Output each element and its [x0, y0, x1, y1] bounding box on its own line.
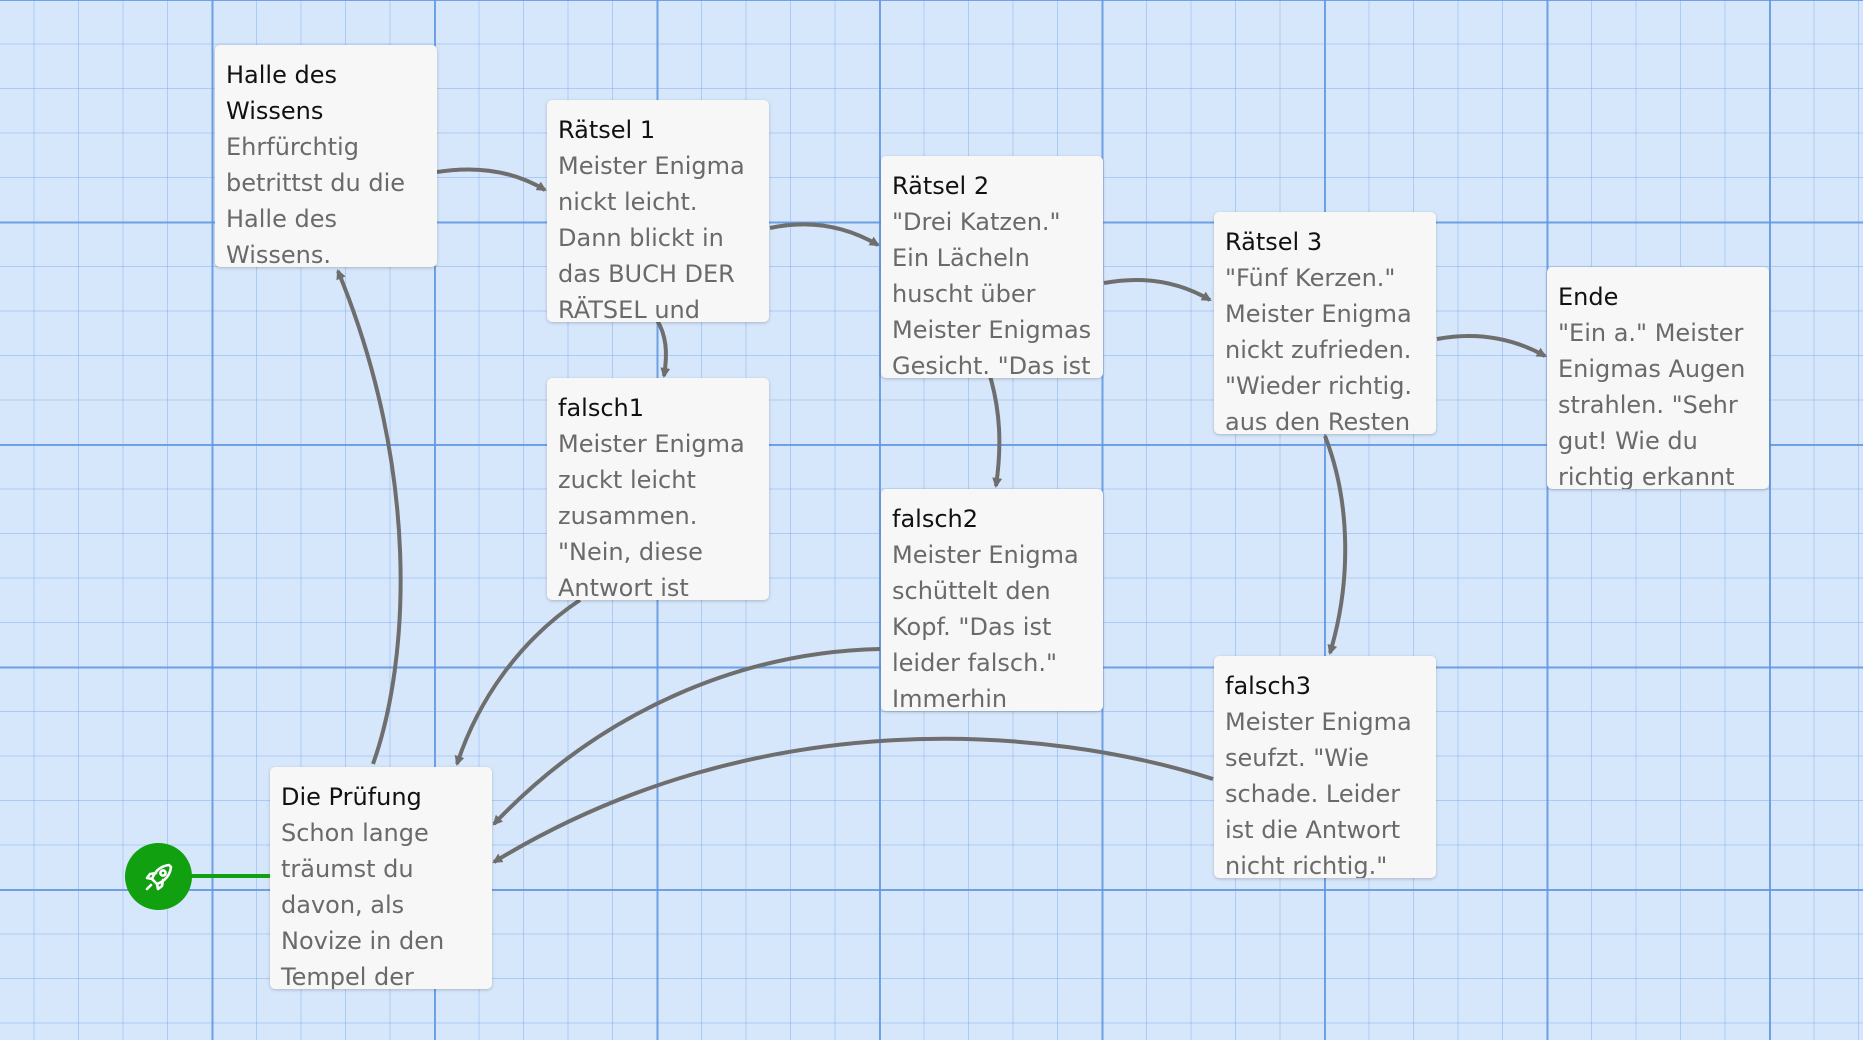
passage-card-pruefung[interactable]: Die Prüfung Schon lange träumst du davon… — [270, 767, 492, 989]
passage-card-falsch2[interactable]: falsch2 Meister Enigma schüttelt den Kop… — [881, 489, 1103, 711]
passage-excerpt: Meister Enigma seufzt. "Wie schade. Leid… — [1225, 708, 1412, 878]
link-raetsel2-to-raetsel3 — [1103, 277, 1212, 302]
link-falsch3-to-pruefung — [492, 736, 1214, 864]
passage-title: falsch2 — [892, 505, 979, 533]
passage-excerpt: "Ein a." Meister Enigmas Augen strahlen.… — [1558, 319, 1746, 489]
link-falsch2-to-pruefung — [492, 647, 881, 826]
passage-card-falsch3[interactable]: falsch3 Meister Enigma seufzt. "Wie scha… — [1214, 656, 1436, 878]
passage-excerpt: Meister Enigma nickt leicht. Dann blickt… — [558, 152, 745, 322]
passage-excerpt: "Fünf Kerzen." Meister Enigma nickt zufr… — [1225, 264, 1413, 434]
passage-excerpt: "Drei Katzen." Ein Lächeln huscht über M… — [892, 208, 1092, 378]
passage-title: falsch1 — [558, 394, 645, 422]
passage-title: Ende — [1558, 283, 1619, 311]
passage-title: Rätsel 2 — [892, 172, 990, 200]
passage-card-raetsel3[interactable]: Rätsel 3 "Fünf Kerzen." Meister Enigma n… — [1214, 212, 1436, 434]
link-raetsel3-to-ende — [1436, 333, 1547, 358]
passage-title: Rätsel 3 — [1225, 228, 1323, 256]
passage-excerpt: Meister Enigma zuckt leicht zusammen. "N… — [558, 430, 745, 600]
link-halle-to-raetsel1 — [436, 167, 547, 192]
passage-title: Die Prüfung — [281, 783, 422, 811]
link-raetsel1-to-falsch1 — [655, 318, 671, 378]
passage-card-ende[interactable]: Ende "Ein a." Meister Enigmas Augen stra… — [1547, 267, 1769, 489]
passage-excerpt: Meister Enigma schüttelt den Kopf. "Das … — [892, 541, 1079, 711]
passage-excerpt: Schon lange träumst du davon, als Novize… — [281, 819, 445, 989]
passage-excerpt: Ehrfürchtig betrittst du die Halle des W… — [226, 133, 406, 267]
passage-title: Rätsel 1 — [558, 116, 656, 144]
passage-card-raetsel2[interactable]: Rätsel 2 "Drei Katzen." Ein Lächeln husc… — [881, 156, 1103, 378]
link-raetsel1-to-raetsel2 — [769, 222, 880, 247]
link-falsch1-to-pruefung — [454, 598, 582, 766]
passage-card-halle[interactable]: Halle des Wissens Ehrfürchtig betrittst … — [215, 45, 437, 267]
passage-title: falsch3 — [1225, 672, 1312, 700]
passage-card-raetsel1[interactable]: Rätsel 1 Meister Enigma nickt leicht. Da… — [547, 100, 769, 322]
passage-card-falsch1[interactable]: falsch1 Meister Enigma zuckt leicht zusa… — [547, 378, 769, 600]
passage-title: Halle des Wissens — [226, 61, 337, 125]
rocket-icon — [145, 863, 172, 890]
link-raetsel3-to-falsch3 — [1323, 435, 1348, 655]
start-passage-badge[interactable] — [125, 843, 192, 910]
start-connector — [190, 874, 270, 878]
link-pruefung-to-halle — [336, 269, 403, 765]
link-raetsel2-to-falsch2 — [988, 375, 1003, 488]
